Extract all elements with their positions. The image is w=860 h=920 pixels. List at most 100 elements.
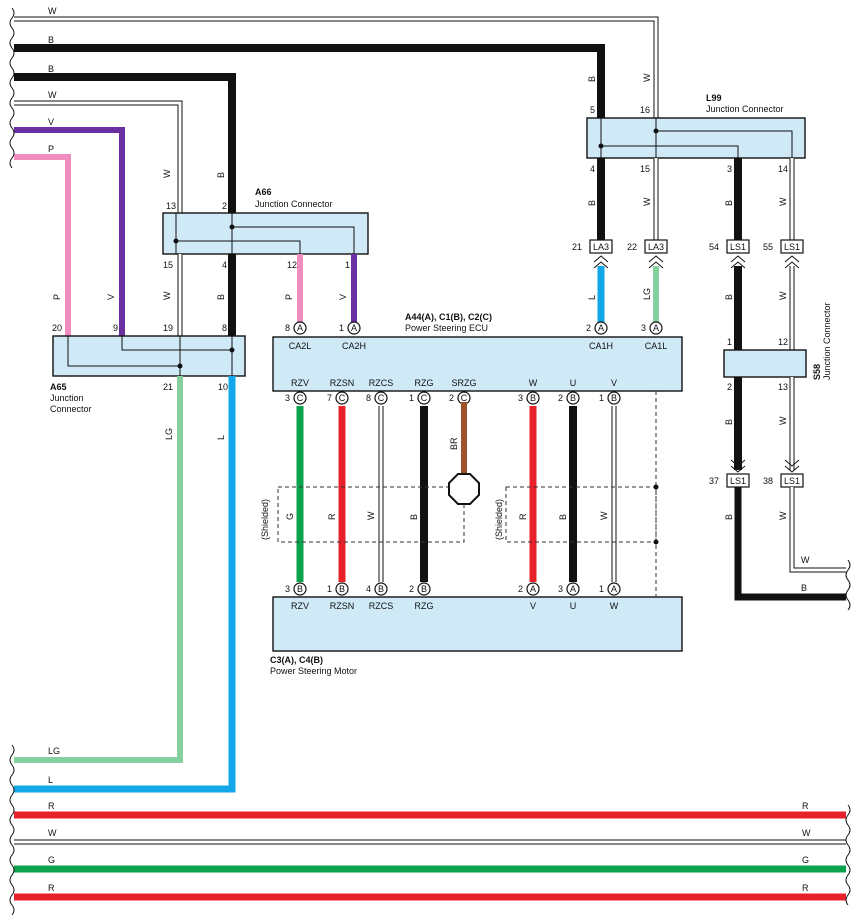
pin-number: 3 (285, 393, 290, 403)
pin-number: 1 (599, 393, 604, 403)
wire-label: W (642, 197, 652, 206)
wire-label: W (48, 90, 57, 100)
power-steering-ecu: A44(A), C1(B), C2(C) Power Steering ECU (272, 312, 683, 392)
pin-number: 2 (518, 584, 523, 594)
l99-name: Junction Connector (706, 104, 784, 114)
wire-label: P (284, 294, 294, 300)
left-wire-p: P (14, 144, 71, 336)
motor-pin: B3 (285, 582, 307, 596)
wire-label: L (48, 775, 53, 785)
pin-letter: A (297, 323, 303, 333)
pin-letter: B (297, 584, 303, 594)
shield-right: (Shielded) (494, 391, 659, 597)
wire-label: R (48, 883, 55, 893)
pin-letter: B (421, 584, 427, 594)
wire-label: B (216, 172, 226, 178)
l99-pin: 16 (640, 105, 650, 115)
pin-number: 2 (449, 393, 454, 403)
a66-pin: 2 (222, 201, 227, 211)
ecu-top-pin: A3 (641, 321, 663, 335)
pin-letter: A (570, 584, 576, 594)
s58-id: S58 (812, 364, 822, 380)
pin-letter: A (653, 323, 659, 333)
ecu-bottom-pin: C3 (285, 391, 307, 405)
pin-letter: C (339, 393, 346, 403)
pin-letter: C (378, 393, 385, 403)
pin-letter: C (461, 393, 468, 403)
motor-terminal-label: W (610, 601, 619, 611)
wire-label: R (48, 801, 55, 811)
l99-pin: 5 (590, 105, 595, 115)
wire-label: V (106, 294, 116, 300)
wire-label: W (778, 291, 788, 300)
wire-label: B (48, 35, 54, 45)
pin-number: 8 (285, 323, 290, 333)
ecu-top-pin: A2 (586, 321, 608, 335)
ecu-bottom-pin: C7 (327, 391, 349, 405)
s58-pin: 1 (727, 337, 732, 347)
wire-label: W (162, 291, 172, 300)
wire-label: W (48, 6, 57, 16)
left-wire-w-top: W (14, 6, 659, 118)
l99-pin: 4 (590, 164, 595, 174)
wire-label: W (801, 555, 810, 565)
wire-label: W (642, 73, 652, 82)
wire-label: W (366, 511, 376, 520)
wire-label: LG (164, 428, 174, 440)
wire-label: W (778, 511, 788, 520)
wire-label: B (558, 514, 568, 520)
ls1-pin: 54 (709, 242, 719, 252)
ecu-terminal-label: RZG (415, 378, 434, 388)
pin-letter: C (421, 393, 428, 403)
wire-label: L (216, 435, 226, 440)
wire-label: B (587, 76, 597, 82)
ls1-tag: LS1 (784, 242, 800, 252)
ls1-pin: 55 (763, 242, 773, 252)
ecu-terminal-label: CA2H (342, 341, 366, 351)
ls1-pin: 37 (709, 476, 719, 486)
pin-number: 2 (558, 393, 563, 403)
motor-pin: A2 (518, 582, 540, 596)
a65-pin: 21 (163, 382, 173, 392)
a66-pin: 13 (166, 201, 176, 211)
ground-symbol: BR (448, 402, 480, 542)
pin-number: 2 (409, 584, 414, 594)
wire-label: G (48, 855, 55, 865)
la3-tag: LA3 (648, 242, 664, 252)
ls1-pin: 38 (763, 476, 773, 486)
wire-label: B (216, 294, 226, 300)
a66-pin: 15 (163, 260, 173, 270)
motor-pin: A1 (599, 582, 621, 596)
ls1-top-connector: LS1 54 LS1 55 (709, 239, 804, 269)
pin-letter: A (530, 584, 536, 594)
wire-label: LG (48, 746, 60, 756)
pin-letter: A (351, 323, 357, 333)
s58-pin: 13 (778, 382, 788, 392)
motor-pin: B1 (327, 582, 349, 596)
pin-letter: A (611, 584, 617, 594)
ecu-id: A44(A), C1(B), C2(C) (405, 312, 492, 322)
left-wire-b-2: B (14, 64, 236, 213)
ecu-terminal-label: U (570, 378, 577, 388)
pin-number: 3 (285, 584, 290, 594)
left-wire-b-1: B (14, 35, 605, 118)
pin-number: 1 (599, 584, 604, 594)
wire-label: B (587, 200, 597, 206)
a65-connector: A65 Junction Connector 20 9 19 8 21 10 (50, 323, 246, 414)
l99-pin: 15 (640, 164, 650, 174)
ls1-tag: LS1 (730, 242, 746, 252)
pin-number: 4 (366, 584, 371, 594)
ecu-terminal-label: SRZG (451, 378, 476, 388)
ecu-bottom-pin: B2 (558, 391, 580, 405)
pin-number: 7 (327, 393, 332, 403)
motor-name: Power Steering Motor (270, 666, 357, 676)
ecu-terminal-label: RZV (291, 378, 309, 388)
motor-terminal-label: U (570, 601, 577, 611)
wire-label: R (518, 513, 528, 520)
ecu-bottom-pin: C1 (409, 391, 431, 405)
wire-label: G (285, 513, 295, 520)
wire-label: R (327, 513, 337, 520)
